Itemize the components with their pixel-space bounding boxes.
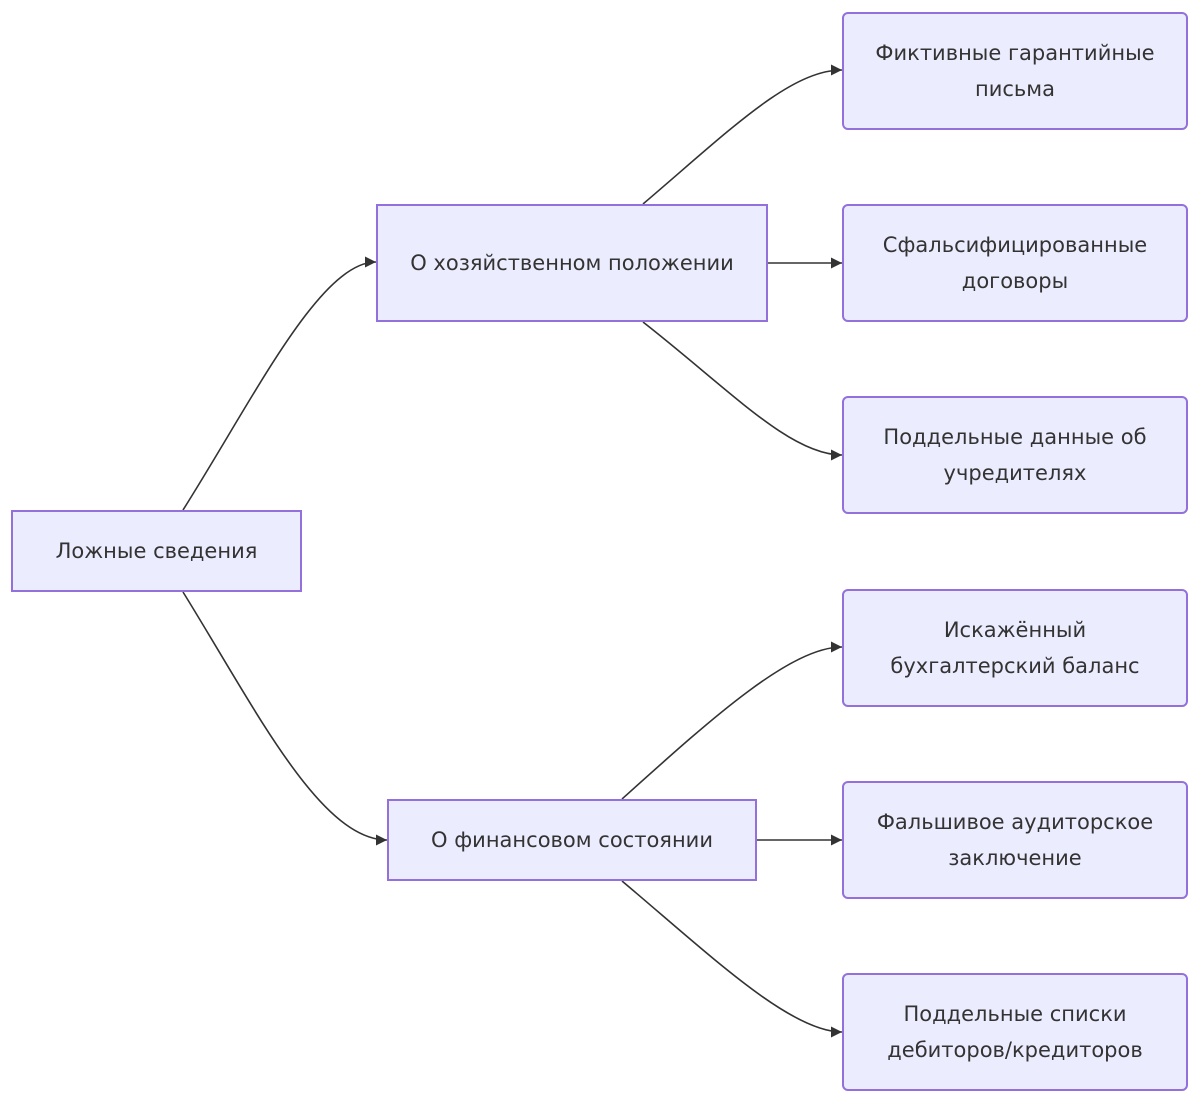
node-label: Поддельные списки дебиторов/кредиторов	[887, 1002, 1143, 1062]
edge-hoz-to-leaf-1	[642, 64, 843, 205]
node-label: О финансовом состоянии	[431, 828, 713, 852]
node-leaf-audit-report: Фальшивое аудиторское заключение	[842, 781, 1188, 899]
node-leaf-founders-data: Поддельные данные об учредителях	[842, 396, 1188, 514]
edge-root-to-fin	[182, 591, 388, 846]
node-branch-economic: О хозяйственном положении	[376, 204, 768, 322]
node-label: Искажённый бухгалтерский баланс	[890, 618, 1140, 678]
edge-fin-to-leaf-4	[621, 641, 843, 800]
node-root: Ложные сведения	[11, 510, 302, 592]
edge-hoz-to-leaf-3	[642, 321, 843, 461]
edge-root-to-hoz	[182, 256, 377, 511]
node-leaf-debtors-creditors: Поддельные списки дебиторов/кредиторов	[842, 973, 1188, 1091]
node-branch-financial: О финансовом состоянии	[387, 799, 757, 881]
node-leaf-falsified-contracts: Сфальсифицированные договоры	[842, 204, 1188, 322]
node-label: О хозяйственном положении	[410, 251, 734, 275]
node-leaf-guarantee-letters: Фиктивные гарантийные письма	[842, 12, 1188, 130]
node-label: Сфальсифицированные договоры	[882, 233, 1148, 293]
edge-fin-to-leaf-6	[621, 880, 843, 1038]
node-label: Поддельные данные об учредителях	[883, 425, 1147, 485]
node-label: Ложные сведения	[55, 539, 258, 563]
node-label: Фальшивое аудиторское заключение	[876, 810, 1154, 870]
node-leaf-balance-sheet: Искажённый бухгалтерский баланс	[842, 589, 1188, 707]
node-label: Фиктивные гарантийные письма	[875, 41, 1155, 101]
